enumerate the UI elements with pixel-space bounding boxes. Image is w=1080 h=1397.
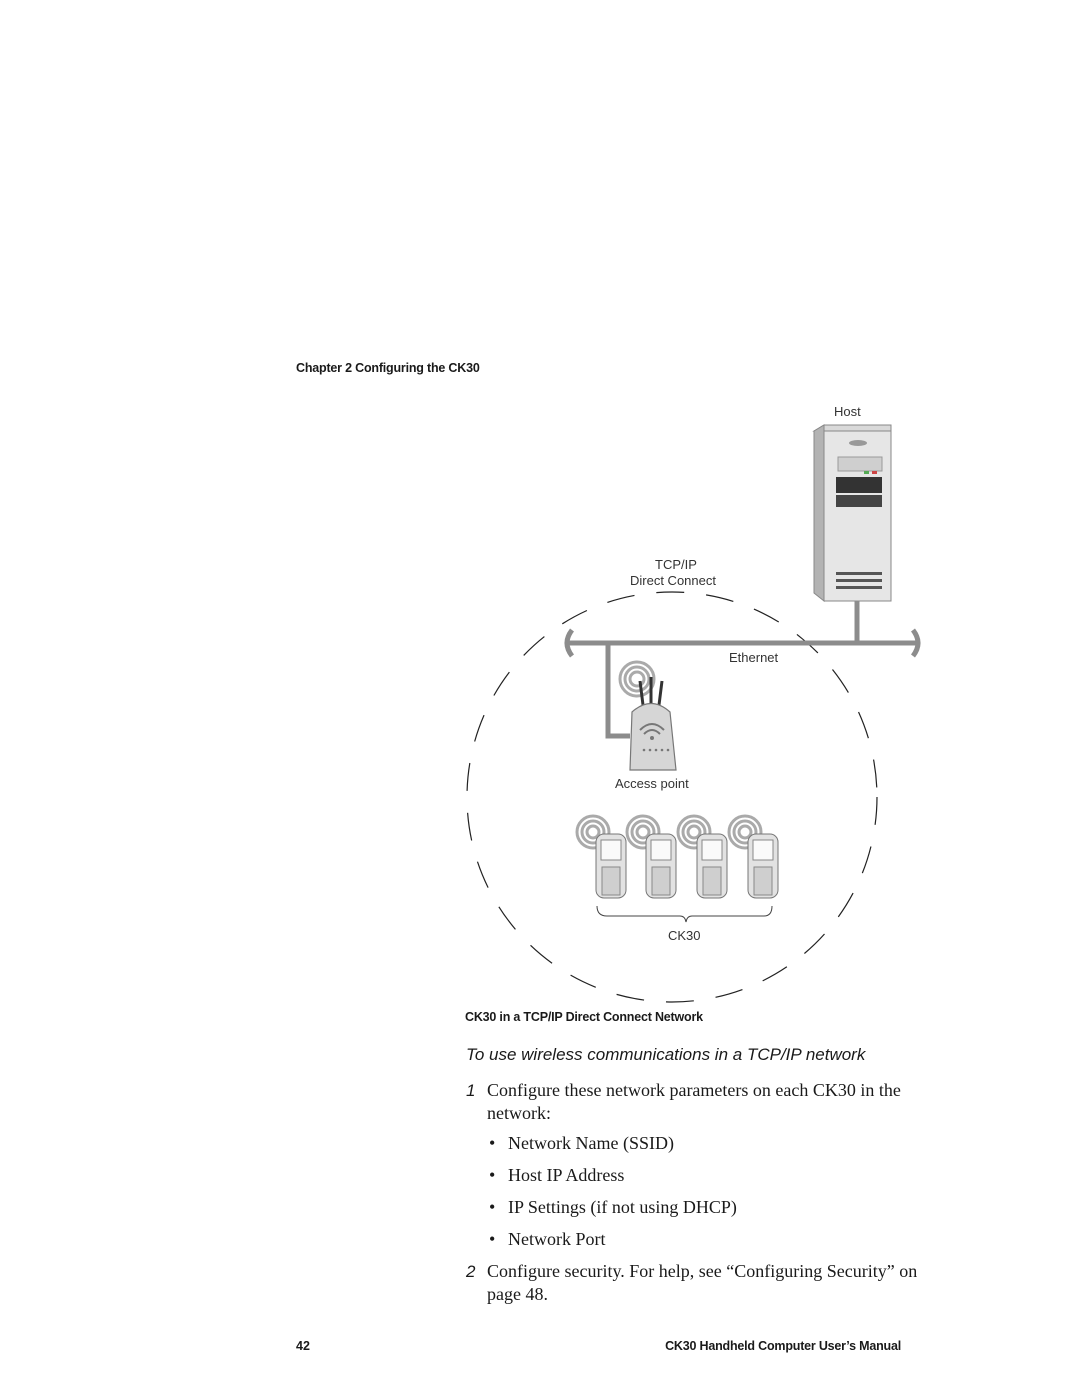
host-label: Host bbox=[834, 404, 861, 419]
direct-connect-label: Direct Connect bbox=[630, 573, 716, 588]
ck30-handheld-3-icon bbox=[676, 814, 728, 899]
step-number: 1 bbox=[466, 1081, 476, 1100]
manual-title: CK30 Handheld Computer User’s Manual bbox=[665, 1339, 901, 1353]
ethernet-cable bbox=[564, 601, 921, 739]
network-boundary-circle bbox=[466, 591, 878, 1003]
bullet-text: IP Settings (if not using DHCP) bbox=[508, 1197, 737, 1217]
step-1: 1 Configure these network parameters on … bbox=[466, 1079, 946, 1125]
ck30-group-label: CK30 bbox=[668, 928, 701, 943]
step-2: 2 Configure security. For help, see “Con… bbox=[466, 1260, 946, 1306]
page-number: 42 bbox=[296, 1339, 310, 1353]
ck30-handheld-4-icon bbox=[727, 814, 779, 899]
step-number: 2 bbox=[466, 1262, 476, 1281]
ck30-handheld-1-icon bbox=[575, 814, 627, 899]
ethernet-label: Ethernet bbox=[729, 650, 779, 665]
bullet-item: •IP Settings (if not using DHCP) bbox=[489, 1197, 737, 1217]
access-point-icon bbox=[618, 660, 677, 771]
procedure-heading: To use wireless communications in a TCP/… bbox=[466, 1045, 866, 1064]
bullet-item: •Network Name (SSID) bbox=[489, 1133, 674, 1153]
bullet-text: Host IP Address bbox=[508, 1165, 625, 1185]
ck30-group-bracket bbox=[596, 905, 773, 923]
running-header: Chapter 2 Configuring the CK30 bbox=[296, 361, 480, 375]
bullet-text: Network Port bbox=[508, 1229, 606, 1249]
access-point-label: Access point bbox=[615, 776, 689, 791]
figure-caption: CK30 in a TCP/IP Direct Connect Network bbox=[465, 1010, 703, 1024]
tcpip-label: TCP/IP bbox=[655, 557, 697, 572]
step-text: Configure security. For help, see “Confi… bbox=[487, 1261, 918, 1304]
step-text: Configure these network parameters on ea… bbox=[487, 1080, 901, 1123]
host-computer-icon bbox=[812, 424, 892, 603]
bullet-text: Network Name (SSID) bbox=[508, 1133, 674, 1153]
bullet-item: •Host IP Address bbox=[489, 1165, 625, 1185]
bullet-item: •Network Port bbox=[489, 1229, 606, 1249]
ck30-handheld-2-icon bbox=[625, 814, 677, 899]
